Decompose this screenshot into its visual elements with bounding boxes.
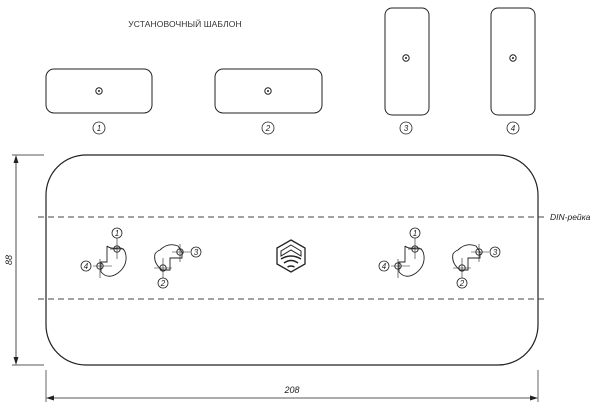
template-number: 2: [265, 124, 271, 133]
shield-wifi-logo-icon: [276, 239, 306, 273]
template-4: 4: [490, 7, 536, 135]
template-number-badge: 3: [399, 121, 413, 135]
crosshair-hole-icon: [408, 238, 422, 259]
hole-label: 2: [160, 279, 166, 288]
template-number-badge: 4: [506, 121, 520, 135]
screw-mark-icon: [264, 87, 272, 95]
hole-label: 3: [194, 248, 199, 257]
hole-label: 1: [413, 229, 417, 238]
template-number: 3: [404, 124, 409, 133]
template-1: 1: [45, 68, 153, 135]
screw-mark-icon: [95, 87, 103, 95]
hole-label: 4: [84, 262, 89, 271]
hole-label: 1: [115, 229, 119, 238]
hole-group-a-left: 1 4: [80, 227, 127, 278]
screw-mark-icon: [509, 54, 517, 62]
crosshair-hole-icon: [172, 244, 190, 262]
hole-group-b-right: 3 2: [452, 244, 501, 289]
hole-label: 3: [493, 248, 498, 257]
hole-label: 4: [382, 262, 387, 271]
crosshair-hole-icon: [391, 259, 410, 278]
width-value: 208: [283, 385, 299, 395]
template-number: 1: [97, 124, 101, 133]
height-value: 88: [4, 255, 14, 265]
crosshair-hole-icon: [453, 258, 471, 278]
width-dimension: 208: [45, 370, 539, 402]
hole-group-b-left: 3 2: [154, 244, 202, 289]
crosshair-hole-icon: [154, 258, 172, 278]
hole-label: 2: [459, 279, 465, 288]
height-dimension: 88: [4, 154, 44, 366]
template-3: 3: [384, 7, 430, 135]
din-rail-label: DIN-рейка: [550, 212, 591, 222]
template-title: УСТАНОВОЧНЫЙ ШАБЛОН: [128, 18, 241, 29]
screw-mark-icon: [402, 54, 410, 62]
template-number: 4: [511, 124, 516, 133]
hole-group-a-right: 1 4: [378, 227, 425, 278]
template-number-badge: 1: [92, 121, 106, 135]
template-number-badge: 2: [261, 121, 275, 135]
template-2: 2: [214, 68, 323, 135]
crosshair-hole-icon: [110, 238, 124, 259]
crosshair-hole-icon: [471, 244, 489, 262]
device-outline: [45, 154, 539, 366]
crosshair-hole-icon: [93, 259, 112, 278]
